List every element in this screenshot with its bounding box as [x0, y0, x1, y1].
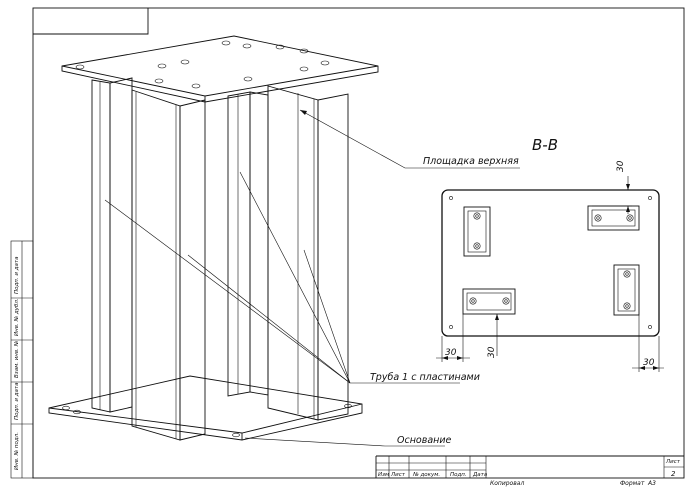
- dimension-plate-value: 30: [487, 346, 497, 358]
- outer-frame: [32, 7, 685, 479]
- title-header: Дата: [472, 472, 488, 478]
- top-hole: [243, 76, 253, 82]
- isometric-assembly: Площадка верхняя Труба 1 с пластинами Ос…: [48, 35, 520, 447]
- copied-label: Копировал: [490, 480, 524, 487]
- top-hole: [320, 60, 330, 66]
- title-block: Изм Лист № докум. Подп. Дата Лист 2 Копи…: [375, 455, 684, 487]
- base-hole: [62, 405, 70, 411]
- section-plate-outline: [441, 189, 660, 337]
- title-header: Подп.: [450, 472, 467, 478]
- format-value: А3: [647, 480, 656, 487]
- top-hole: [75, 64, 85, 70]
- dimension-right-value: 30: [643, 358, 655, 368]
- dimension-plate: 30: [487, 314, 499, 358]
- base-hole: [232, 432, 240, 438]
- label-top-platform: Площадка верхняя: [423, 156, 519, 167]
- mount-plate-bottom-right: [613, 264, 640, 316]
- top-hole: [221, 40, 231, 46]
- title-header: Изм: [378, 472, 389, 478]
- side-stamp-label: Подп. и дата: [14, 256, 20, 294]
- top-hole: [242, 43, 252, 49]
- leader-lines: [104, 109, 520, 447]
- corner-hole: [449, 196, 453, 200]
- top-hole: [191, 83, 201, 89]
- label-tubes: Труба 1 с пластинами: [370, 372, 480, 383]
- top-hole: [180, 59, 190, 65]
- label-base: Основание: [397, 435, 452, 446]
- mount-plate-top-right: [587, 205, 640, 231]
- tube-back-left: [91, 77, 133, 413]
- section-view: В-В: [436, 136, 664, 372]
- tube-front-right: [267, 85, 349, 421]
- leader-tube: [104, 199, 460, 384]
- leader-top-platform: [299, 109, 520, 169]
- corner-stamp: [33, 8, 149, 35]
- title-header: Лист: [390, 472, 406, 478]
- base-plate: [48, 375, 363, 441]
- dimension-left: 30: [436, 314, 470, 362]
- side-stamp-label: Подп. и дата: [14, 382, 20, 420]
- title-header: № докум.: [412, 472, 440, 478]
- top-hole: [157, 63, 167, 69]
- corner-hole: [449, 325, 453, 329]
- dimension-left-value: 30: [445, 348, 457, 358]
- tube-back-right: [227, 91, 269, 397]
- top-hole: [154, 78, 164, 84]
- top-hole: [299, 48, 309, 54]
- tube-front-left: [131, 89, 206, 441]
- sheet-number: 2: [671, 470, 676, 478]
- sheet-label: Лист: [665, 459, 681, 465]
- corner-hole: [648, 196, 652, 200]
- format-label: Формат: [620, 480, 645, 487]
- mount-plate-bottom-left: [462, 288, 516, 315]
- base-hole: [73, 409, 81, 415]
- side-stamp-label: Инв. № дубл.: [14, 298, 20, 336]
- section-title: В-В: [532, 136, 558, 154]
- sheet-frame: [10, 7, 685, 479]
- dimension-top: 30: [592, 160, 632, 214]
- top-hole: [275, 44, 285, 50]
- mount-plate-top-left: [463, 206, 491, 257]
- dimension-top-value: 30: [616, 160, 626, 172]
- top-plate: [61, 35, 379, 103]
- side-stamp-labels: Инв. № подл. Подп. и дата Взам. инв. № И…: [14, 256, 20, 470]
- leader-base: [244, 437, 445, 447]
- dimension-right: 30: [632, 315, 664, 372]
- side-stamp-label: Инв. № подл.: [14, 432, 20, 470]
- corner-hole: [648, 325, 652, 329]
- top-hole: [299, 66, 309, 72]
- side-stamp-label: Взам. инв. №: [14, 340, 20, 378]
